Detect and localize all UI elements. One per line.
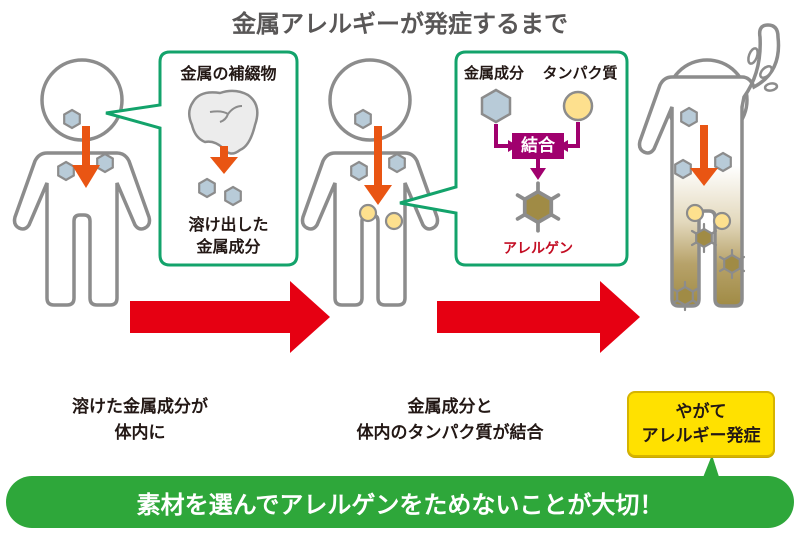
progress-arrow-1 bbox=[130, 281, 330, 353]
result-box-allergy-onset: やがて アレルギー発症 bbox=[627, 391, 775, 457]
caption-step-1-line1: 溶けた金属成分が bbox=[72, 397, 208, 417]
metal-particle-icon bbox=[96, 152, 114, 174]
callout-caption-line1: 溶け出した bbox=[188, 215, 269, 234]
metal-component-icon bbox=[480, 88, 512, 124]
result-line2: アレルギー発症 bbox=[641, 426, 761, 446]
bind-label: 結合 bbox=[521, 136, 555, 156]
metal-particle-icon bbox=[388, 152, 406, 174]
metal-particle-icon bbox=[63, 108, 81, 130]
progress-arrow-2 bbox=[437, 281, 640, 353]
down-arrow-icon bbox=[690, 125, 718, 186]
bind-label-box bbox=[512, 133, 564, 159]
metal-particle-icon bbox=[674, 158, 692, 180]
metal-particle-icon bbox=[350, 160, 368, 182]
down-arrow-icon bbox=[72, 126, 100, 188]
callout-caption-line2: 金属成分 bbox=[196, 237, 261, 256]
sweat-drops-icon bbox=[747, 47, 779, 92]
down-arrow-icon bbox=[364, 126, 392, 205]
protein-icon bbox=[562, 90, 594, 122]
person-figure-2 bbox=[300, 58, 440, 307]
callout-caption-dissolved: 溶け出した 金属成分 bbox=[160, 214, 297, 258]
allergen-label: アレルゲン bbox=[503, 241, 573, 257]
protein-particle-icon bbox=[712, 211, 732, 231]
banner-pointer bbox=[702, 455, 720, 480]
page-title: 金属アレルギーが発症するまで bbox=[232, 10, 568, 38]
protein-particle-icon bbox=[358, 203, 378, 223]
metal-particle-icon bbox=[57, 160, 75, 182]
callout-title-restoration: 金属の補綴物 bbox=[180, 64, 277, 83]
caption-step-2-line2: 体内のタンパク質が結合 bbox=[356, 423, 544, 443]
metal-particle-icon bbox=[680, 106, 698, 128]
person-figure-1 bbox=[12, 58, 152, 307]
label-protein: タンパク質 bbox=[542, 64, 618, 82]
metal-particle-icon bbox=[354, 108, 372, 130]
key-message-banner: 素材を選んでアレルゲンをためないことが大切！ bbox=[6, 476, 794, 528]
caption-step-1-line2: 体内に bbox=[114, 423, 166, 443]
protein-particle-icon bbox=[685, 203, 705, 223]
key-message-text: 素材を選んでアレルゲンをためないことが大切！ bbox=[136, 490, 664, 519]
label-metal-component: 金属成分 bbox=[463, 64, 524, 82]
caption-step-1: 溶けた金属成分が 体内に bbox=[40, 394, 240, 446]
metal-particle-icon bbox=[198, 177, 216, 199]
metal-particle-icon bbox=[224, 185, 242, 207]
tooth-icon bbox=[188, 89, 259, 155]
result-line1: やがて bbox=[675, 402, 727, 422]
protein-particle-icon bbox=[384, 211, 404, 231]
caption-step-2-line1: 金属成分と bbox=[407, 397, 493, 417]
down-arrow-icon bbox=[210, 146, 238, 174]
caption-step-2: 金属成分と 体内のタンパク質が結合 bbox=[320, 394, 580, 446]
